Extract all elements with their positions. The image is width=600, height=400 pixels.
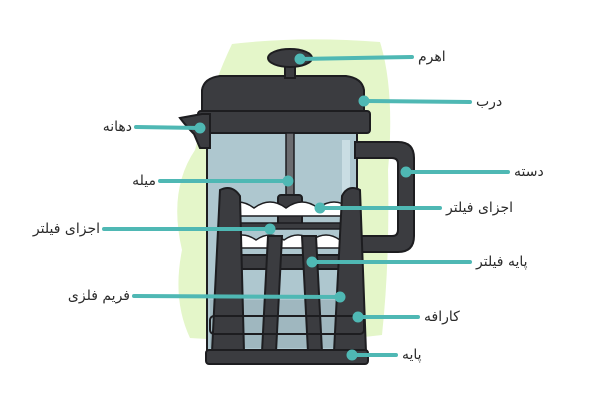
label-filter-parts-left: اجزای فیلتر	[32, 221, 100, 237]
label-lid: درب	[476, 94, 503, 110]
label-filter-parts-right: اجزای فیلتر	[446, 200, 514, 216]
label-metal-frame: فریم فلزی	[67, 288, 130, 304]
lid	[201, 75, 365, 113]
label-filter-base: پایه فیلتر	[476, 254, 528, 270]
label-base: پایه	[402, 347, 422, 363]
spout	[178, 113, 211, 149]
label-rod: میله	[132, 173, 156, 189]
leader-lines	[102, 53, 510, 361]
base-feet	[205, 349, 369, 365]
label-lever: اهرم	[418, 49, 446, 65]
lid-band	[197, 110, 371, 134]
leader-lid	[362, 99, 472, 104]
label-handle: دسته	[514, 164, 544, 180]
base-ring	[209, 315, 365, 335]
label-spout: دهانه	[102, 119, 132, 135]
leader-spout	[134, 125, 202, 130]
label-carafe: کارافه	[424, 309, 460, 325]
leader-metal-frame	[132, 294, 342, 299]
leader-lever	[298, 55, 414, 61]
